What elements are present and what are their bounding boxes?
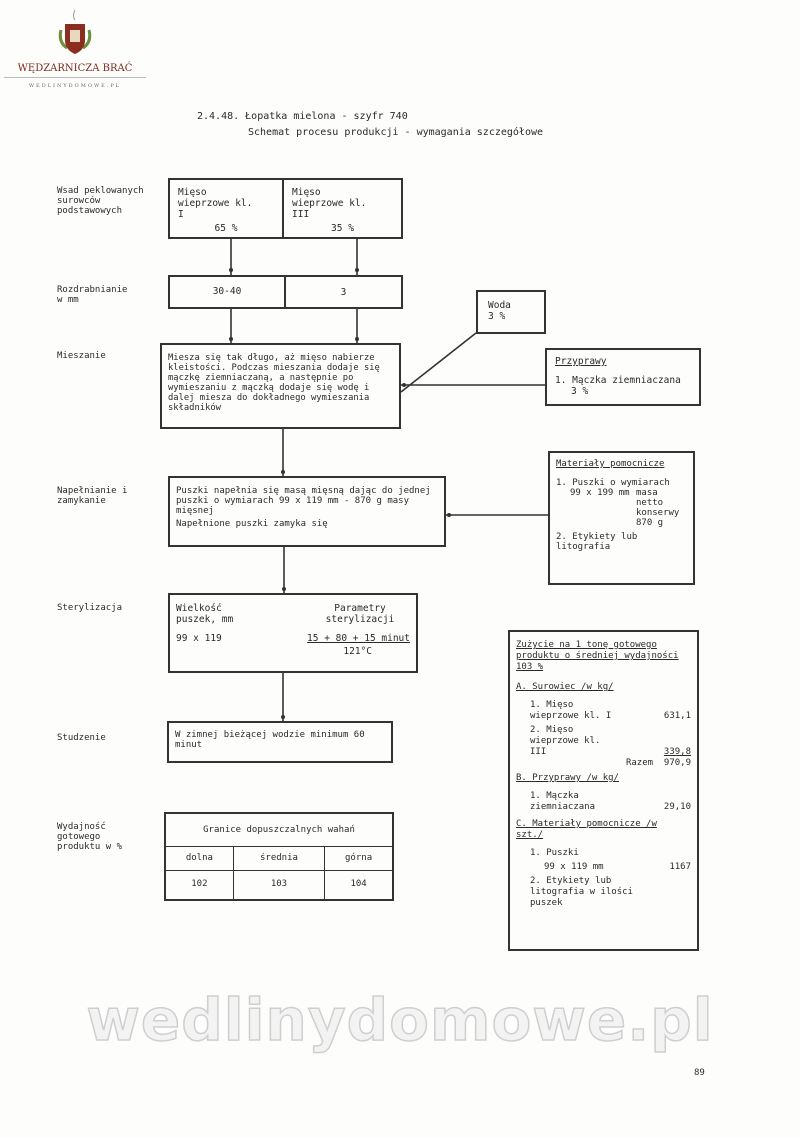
usage-a-item1-value: 631,1 — [663, 711, 691, 721]
usage-c-item1-size: 99 x 119 mm — [544, 862, 604, 872]
steril-size: 99 x 119 — [176, 633, 222, 644]
raw-left-name: Mięso wieprzowe kl. I — [178, 187, 253, 220]
yield-value-high: 104 — [324, 869, 394, 901]
aux-item1: 1. Puszki o wymiarach — [556, 478, 670, 488]
watermark: wedlinydomowe.pl — [86, 986, 714, 1054]
raw-right-pct: 35 % — [331, 223, 354, 234]
yield-col-high: górna — [324, 846, 394, 871]
sterilization-box: Wielkość puszek, mm Parametry sterylizac… — [168, 593, 418, 673]
logo: WĘDZARNICZA BRAĆ WEDLINYDOMOWE.PL — [0, 8, 150, 92]
raw-right-name: Mięso wieprzowe kl. III — [292, 187, 367, 220]
aux-title: Materiały pomocnicze — [556, 459, 665, 469]
steril-temp: 121°C — [343, 646, 372, 657]
aux-item1-size: 99 x 199 mm — [570, 488, 630, 498]
usage-c-item1: 1. Puszki — [530, 848, 579, 858]
usage-b-item1-value: 29,10 — [663, 802, 691, 812]
grinding-box: 30-40 3 — [168, 275, 403, 309]
raw-materials-box: Mięso wieprzowe kl. I 65 % Mięso wieprzo… — [168, 178, 403, 239]
usage-a-total-label: Razem — [625, 758, 654, 768]
filling-text2: Napełnione puszki zamyka się — [176, 519, 328, 529]
page-subtitle: Schemat procesu produkcji - wymagania sz… — [248, 127, 544, 138]
page-number: 89 — [694, 1068, 705, 1078]
label-cooling: Studzenie — [57, 733, 106, 743]
aux-item2: 2. Etykiety lub litografia — [556, 532, 638, 552]
filling-text: Puszki napełnia się masą mięsną dając do… — [176, 486, 431, 516]
aux-materials-box: Materiały pomocnicze 1. Puszki o wymiara… — [548, 451, 695, 585]
water-box: Woda 3 % — [476, 290, 546, 334]
usage-a-item2-name: 2. Mięso wieprzowe kl. III — [530, 725, 601, 757]
water-pct: 3 % — [488, 311, 506, 322]
usage-a-item1-name: 1. Mięso wieprzowe kl. I — [530, 700, 612, 721]
grinding-left: 30-40 — [170, 277, 286, 307]
logo-name: WĘDZARNICZA BRAĆ — [17, 63, 133, 74]
spices-box: Przyprawy 1. Mączka ziemniaczana 3 % — [545, 348, 701, 406]
usage-c-item2: 2. Etykiety lub litografia w ilości pusz… — [530, 876, 633, 908]
filling-box: Puszki napełnia się masą mięsną dając do… — [168, 476, 446, 547]
spices-title: Przyprawy — [555, 356, 607, 367]
yield-header: Granice dopuszczalnych wahań — [164, 812, 394, 847]
label-filling: Napełnianie i zamykanie — [57, 486, 128, 506]
label-mixing: Mieszanie — [57, 351, 106, 361]
usage-c-title: C. Materiały pomocnicze /w szt./ — [516, 819, 657, 840]
label-grinding: Rozdrabnianie w mm — [57, 285, 128, 305]
yield-col-low: dolna — [164, 846, 234, 871]
mixing-box: Miesza się tak długo, aż mięso nabierze … — [160, 343, 401, 429]
spices-item: 1. Mączka ziemniaczana — [555, 375, 681, 386]
yield-value-avg: 103 — [232, 869, 326, 901]
grinding-right: 3 — [340, 286, 347, 298]
steril-col2: Parametry sterylizacji — [325, 603, 395, 625]
yield-table: Granice dopuszczalnych wahań dolna średn… — [164, 812, 394, 901]
usage-box: Zużycie na 1 tonę gotowego produktu o śr… — [508, 630, 699, 951]
raw-right: Mięso wieprzowe kl. III 35 % — [284, 180, 401, 237]
crest-icon — [58, 9, 92, 54]
usage-a-title: A. Surowiec /w kg/ — [516, 682, 614, 692]
logo-site: WEDLINYDOMOWE.PL — [28, 83, 122, 89]
label-sterilization: Sterylizacja — [57, 603, 123, 613]
label-yield: Wydajność gotowego produktu w % — [57, 822, 123, 852]
yield-col-avg: średnia — [232, 846, 326, 871]
usage-a-total: 970,9 — [663, 758, 691, 768]
raw-left-pct: 65 % — [214, 223, 238, 234]
label-raw: Wsad peklowanych surowców podstawowych — [57, 186, 144, 216]
usage-b-item1-name: 1. Mączka ziemniaczana — [530, 791, 596, 812]
spices-pct: 3 % — [571, 386, 589, 397]
aux-item1-note: masa netto konserwy 870 g — [636, 488, 680, 528]
page-title: 2.4.48. Łopatka mielona - szyfr 740 — [197, 111, 408, 122]
cooling-box: W zimnej bieżącej wodzie minimum 60 minu… — [167, 721, 393, 763]
usage-b-title: B. Przyprawy /w kg/ — [516, 773, 619, 783]
usage-c-item1-value: 1167 — [669, 862, 691, 872]
usage-a-item2-value: 339,8 — [663, 747, 691, 757]
raw-left: Mięso wieprzowe kl. I 65 % — [170, 180, 284, 237]
steril-col1: Wielkość puszek, mm — [176, 603, 234, 625]
usage-title: Zużycie na 1 tonę gotowego produktu o śr… — [516, 640, 679, 672]
yield-value-low: 102 — [164, 869, 234, 901]
water-name: Woda — [488, 300, 511, 311]
steril-params: 15 + 80 + 15 minut — [307, 633, 410, 644]
usage-a-item: 1. Mięso wieprzowe kl. I 631,1 2. Mięso w… — [516, 700, 691, 769]
